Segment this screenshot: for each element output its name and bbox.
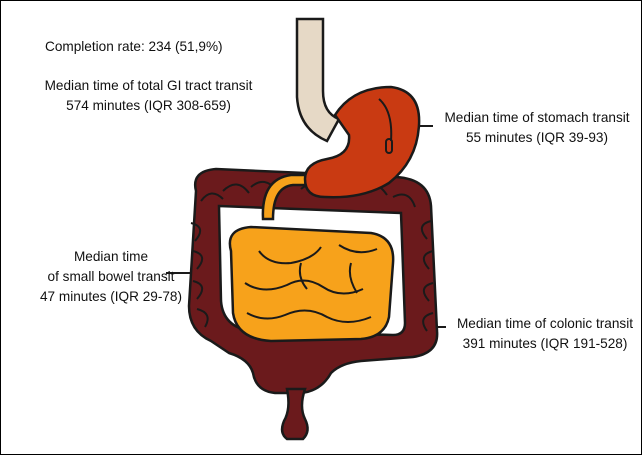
colonic-transit-label: Median time of colonic transit 391 minut… [449,314,641,354]
total-gi-transit-label: Median time of total GI tract transit 57… [31,76,266,116]
rectum [282,389,307,439]
small-bowel-transit-title-1: Median time [31,247,191,267]
stomach-transit-label: Median time of stomach transit 55 minute… [441,108,633,148]
colonic-transit-value: 391 minutes (IQR 191-528) [449,334,641,354]
total-gi-transit-value: 574 minutes (IQR 308-659) [31,96,266,116]
small-bowel-transit-value: 47 minutes (IQR 29-78) [31,287,191,307]
total-gi-transit-title: Median time of total GI tract transit [31,76,266,96]
small-bowel [230,227,393,341]
stomach-transit-value: 55 minutes (IQR 39-93) [441,128,633,148]
completion-rate-text: Completion rate: 234 (51,9%) [45,39,223,54]
completion-rate-label: Completion rate: 234 (51,9%) [45,37,223,57]
esophagus [297,19,339,141]
small-bowel-transit-label: Median time of small bowel transit 47 mi… [31,247,191,307]
stomach-transit-title: Median time of stomach transit [441,108,633,128]
small-bowel-transit-title-2: of small bowel transit [31,267,191,287]
colonic-transit-title: Median time of colonic transit [449,314,641,334]
